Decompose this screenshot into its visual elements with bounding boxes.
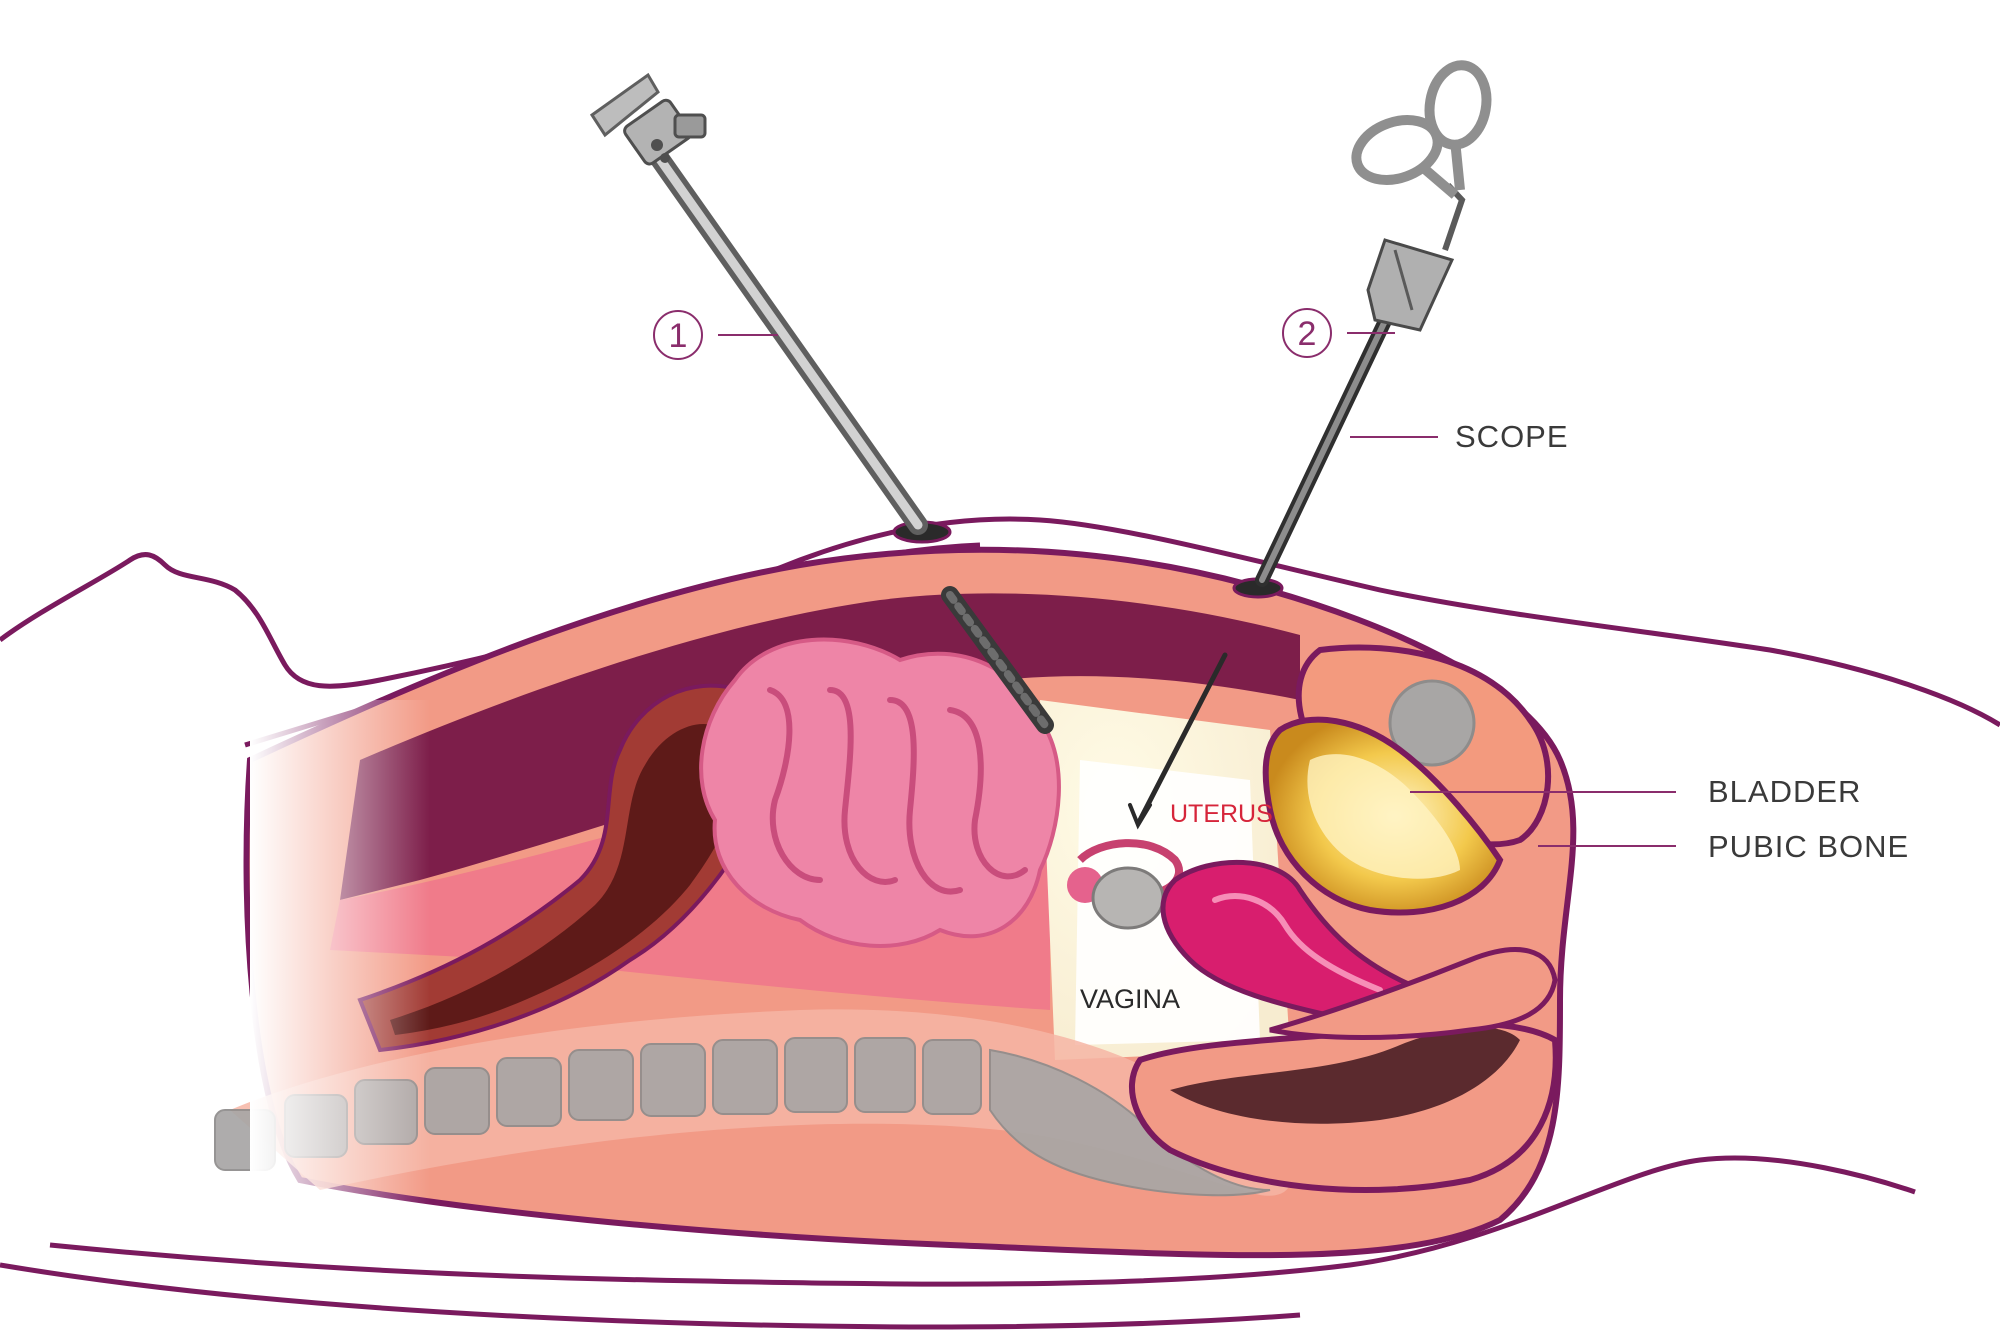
small-intestine bbox=[699, 637, 1061, 948]
callout-2: 2 bbox=[1282, 308, 1395, 358]
label-uterus: UTERUS bbox=[1170, 800, 1273, 828]
label-bladder: BLADDER bbox=[1708, 774, 1861, 809]
label-pubic-bone: PUBIC BONE bbox=[1708, 829, 1909, 864]
grasper-scissors-icon bbox=[1255, 60, 1492, 587]
ovary bbox=[1067, 839, 1183, 930]
label-scope: SCOPE bbox=[1455, 419, 1569, 454]
bladder bbox=[1262, 716, 1504, 916]
callout-2-number: 2 bbox=[1298, 315, 1317, 353]
trocar-shafts-internal bbox=[941, 586, 1228, 830]
spine bbox=[214, 1009, 1291, 1197]
pelvic-floor bbox=[1128, 644, 1559, 1193]
left-fade bbox=[250, 700, 430, 1220]
leader-lines bbox=[1350, 436, 1676, 847]
laparoscope-icon bbox=[589, 72, 928, 535]
label-vagina: VAGINA bbox=[1080, 984, 1180, 1014]
callout-1-number: 1 bbox=[669, 317, 688, 355]
callout-1: 1 bbox=[653, 310, 778, 360]
